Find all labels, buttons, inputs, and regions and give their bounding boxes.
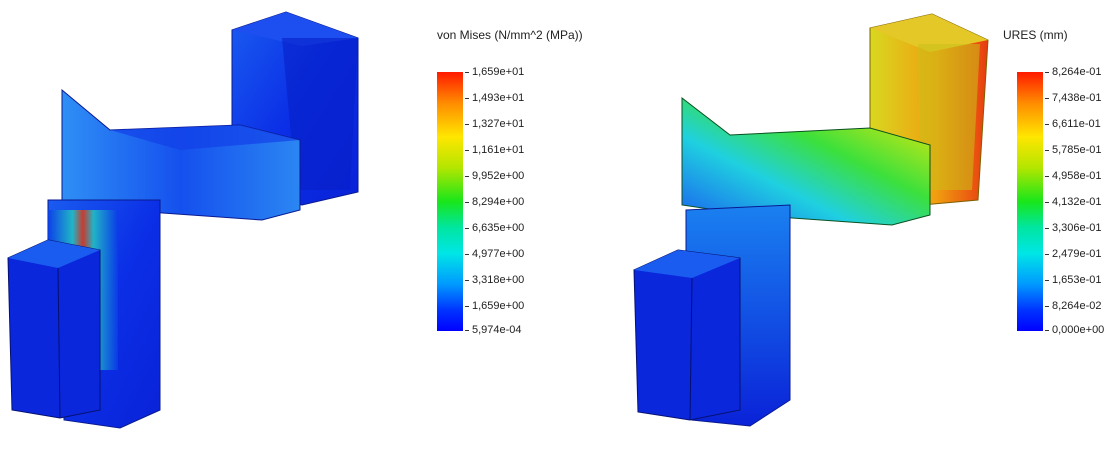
displacement-model-view (633, 13, 989, 427)
displacement-legend-title: URES (mm) (1003, 28, 1068, 42)
tick-label: 5,974e-04 (472, 324, 522, 336)
displacement-color-scale (1017, 72, 1043, 331)
tick-label: 3,306e-01 (1052, 222, 1102, 234)
tick-label: 1,653e-01 (1052, 274, 1102, 286)
horizontal-arm (681, 96, 931, 226)
tick-label: 7,438e-01 (1052, 92, 1102, 104)
tick-label: 4,132e-01 (1052, 196, 1102, 208)
von-mises-legend-title: von Mises (N/mm^2 (MPa)) (437, 28, 583, 42)
tick-label: 9,952e+00 (472, 170, 525, 182)
tick-label: 1,659e+01 (472, 66, 525, 78)
tick-label: 8,264e-02 (1052, 300, 1102, 312)
tick-label: 1,659e+00 (472, 300, 525, 312)
tick-label: 4,958e-01 (1052, 170, 1102, 182)
tick-label: 1,327e+01 (472, 118, 525, 130)
tick-label: 1,493e+01 (472, 92, 525, 104)
tick-label: 0,000e+00 (1052, 324, 1105, 336)
tick-label: 3,318e+00 (472, 274, 525, 286)
tick-label: 5,785e-01 (1052, 144, 1102, 156)
tick-label: 2,479e-01 (1052, 248, 1102, 260)
displacement-panel: URES (mm) 8,264e-01 7,438e-01 6,611e-01 … (560, 0, 1116, 450)
tick-label: 1,161e+01 (472, 144, 525, 156)
tick-label: 8,264e-01 (1052, 66, 1102, 78)
tick-label: 8,294e+00 (472, 196, 525, 208)
von-mises-color-scale (437, 72, 463, 331)
tick-label: 6,635e+00 (472, 222, 525, 234)
von-mises-model-view (7, 11, 359, 429)
tick-label: 6,611e-01 (1052, 118, 1101, 130)
von-mises-panel: von Mises (N/mm^2 (MPa)) 1,659e+01 1,493… (7, 11, 583, 429)
tick-label: 4,977e+00 (472, 248, 525, 260)
